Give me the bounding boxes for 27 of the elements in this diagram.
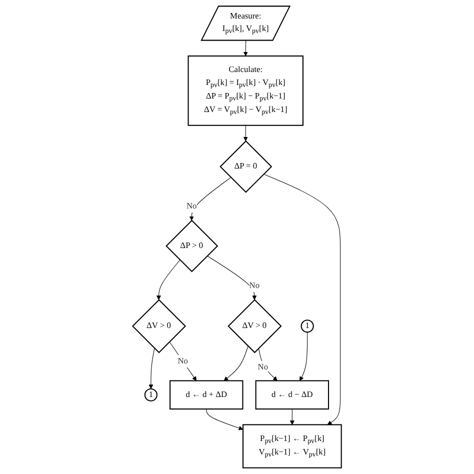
arrow <box>263 174 341 425</box>
edge-label: No <box>178 356 188 366</box>
edge-label: No <box>186 202 197 211</box>
node-box: d ← d + ΔD <box>170 380 244 410</box>
arrow <box>224 346 248 381</box>
node-diamond: ΔV > 0 <box>132 299 186 354</box>
arrow <box>243 125 248 142</box>
arrow <box>206 408 244 430</box>
node-diamond: ΔP > 0 <box>166 220 218 272</box>
arrow <box>243 40 248 56</box>
edge-label: No <box>258 362 268 372</box>
arrow <box>258 348 278 381</box>
arrow <box>169 342 197 381</box>
node-box: Calculate: P$_{pv}$[k] = I$_{pv}$[k] · V$_{pv}$[k] ΔP = P$_{pv}$[k] − P$_{pv}$[k−1] ΔV = V$_{pv}$[k] − V$_{pv}$[k−1] <box>188 55 304 126</box>
edge-label: No <box>249 280 260 290</box>
node-circle: 1 <box>144 388 158 402</box>
arrow <box>290 408 294 425</box>
arrow <box>156 260 180 300</box>
arrow <box>148 348 155 390</box>
node-diamond: ΔV > 0 <box>228 299 282 354</box>
node-diamond: ΔP = 0 <box>220 140 272 193</box>
arrow <box>300 332 308 381</box>
arrow <box>189 177 232 221</box>
node-box: P$_{pv}$[k−1] ← P$_{pv}$[k] V$_{pv}$[k−1] ← V$_{pv}$[k] <box>242 424 342 468</box>
arrow <box>207 256 257 300</box>
node-box: d ← d − ΔD <box>255 380 330 410</box>
node-circle: 1 <box>300 320 314 333</box>
